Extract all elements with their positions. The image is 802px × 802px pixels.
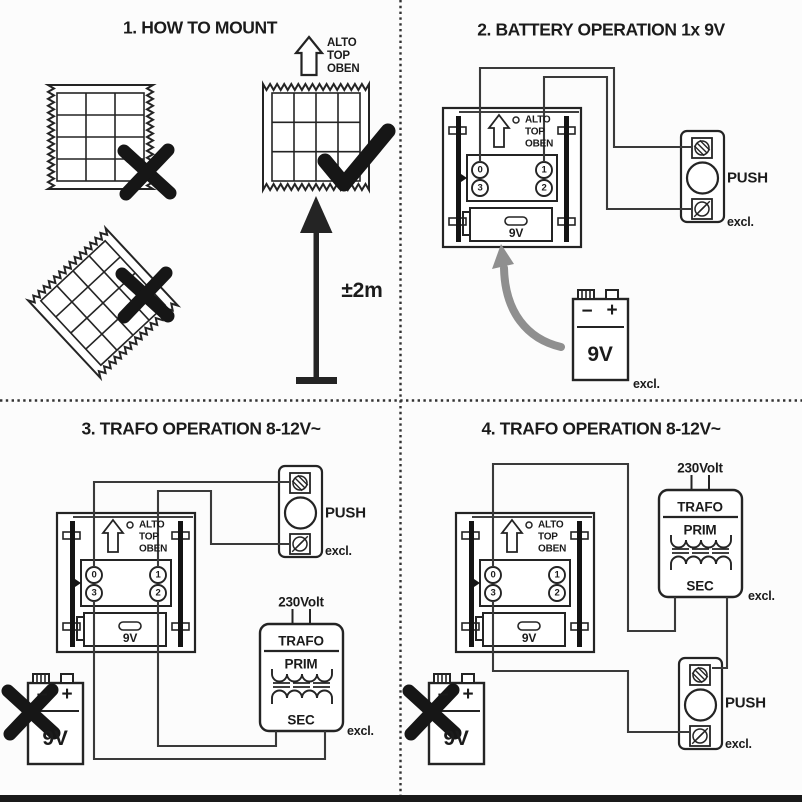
panel1-title: 1. HOW TO MOUNT (122, 17, 278, 38)
chime-device-illustration (454, 511, 596, 654)
battery-excl-label: excl. (633, 377, 660, 391)
device-battery-slot-label: 9V (521, 631, 537, 645)
push-button-illustration (677, 656, 724, 751)
device-alto-label: ALTO (525, 114, 551, 126)
push-button-illustration (277, 464, 324, 559)
trafo-sec-label: SEC (287, 712, 315, 728)
top-label: TOP (327, 50, 350, 62)
terminal-0-label: 0 (477, 164, 483, 176)
wrong-mark-icon (115, 266, 175, 324)
device-alto-label: ALTO (139, 519, 165, 531)
bottom-bar (0, 795, 802, 802)
transformer-illustration (258, 609, 345, 733)
push-label: PUSH (325, 504, 366, 522)
panel2-title: 2. BATTERY OPERATION 1x 9V (477, 19, 725, 40)
device-top-label: TOP (525, 126, 545, 138)
terminal-1-label: 1 (155, 569, 161, 581)
device-oben-label: OBEN (525, 138, 554, 150)
insert-battery-arrow-icon (492, 244, 565, 351)
up-arrow-icon (293, 35, 325, 77)
battery-plus-label: + (606, 300, 618, 321)
panel3-title: 3. TRAFO OPERATION 8-12V~ (81, 418, 321, 439)
battery-minus-label: − (36, 685, 48, 706)
terminal-2-label: 2 (554, 587, 560, 599)
push-button-illustration (679, 129, 726, 224)
push-label: PUSH (725, 694, 766, 712)
chime-device-illustration (55, 511, 197, 654)
battery-9v-illustration (571, 289, 630, 382)
height-arrow-icon (296, 196, 337, 384)
terminal-1-label: 1 (554, 569, 560, 581)
trafo-excl-label: excl. (347, 724, 374, 738)
battery-voltage-label: 9V (42, 727, 68, 750)
push-label: PUSH (727, 169, 768, 187)
trafo-prim-label: PRIM (683, 522, 717, 538)
battery-plus-label: + (462, 684, 474, 705)
terminal-3-label: 3 (91, 587, 97, 599)
battery-voltage-label: 9V (443, 727, 469, 750)
terminal-1-label: 1 (541, 164, 547, 176)
terminal-0-label: 0 (490, 569, 496, 581)
device-top-label: TOP (139, 531, 159, 543)
terminal-0-label: 0 (91, 569, 97, 581)
terminal-2-label: 2 (155, 587, 161, 599)
mounting-illustrations (24, 80, 370, 382)
device-battery-slot-label: 9V (122, 631, 138, 645)
device-battery-slot-label: 9V (508, 226, 524, 240)
wrong-mark-icon (402, 683, 462, 741)
wrong-mark-icon (1, 683, 61, 741)
push-excl-label: excl. (725, 737, 752, 751)
check-mark-icon (317, 123, 396, 192)
transformer-illustration (657, 475, 744, 599)
alto-label: ALTO (327, 37, 357, 49)
battery-plus-label: + (61, 684, 73, 705)
device-oben-label: OBEN (538, 543, 567, 555)
terminal-3-label: 3 (490, 587, 496, 599)
trafo-voltage-label: 230Volt (278, 594, 324, 610)
terminal-2-label: 2 (541, 182, 547, 194)
mount-height-label: ±2m (341, 279, 383, 302)
wrong-mark-icon (117, 143, 177, 201)
battery-minus-label: − (581, 301, 593, 322)
trafo-name-label: TRAFO (278, 633, 324, 649)
trafo-voltage-label: 230Volt (677, 460, 723, 476)
battery-minus-label: − (437, 685, 449, 706)
device-oben-label: OBEN (139, 543, 168, 555)
push-excl-label: excl. (727, 215, 754, 229)
trafo-excl-label: excl. (748, 589, 775, 603)
battery-voltage-label: 9V (587, 343, 613, 366)
panel4-title: 4. TRAFO OPERATION 8-12V~ (481, 418, 721, 439)
wiring (92, 66, 729, 761)
terminal-3-label: 3 (477, 182, 483, 194)
trafo-sec-label: SEC (686, 578, 714, 594)
trafo-name-label: TRAFO (677, 499, 723, 515)
device-top-label: TOP (538, 531, 558, 543)
trafo-prim-label: PRIM (284, 656, 318, 672)
device-alto-label: ALTO (538, 519, 564, 531)
oben-label: OBEN (327, 63, 360, 75)
push-excl-label: excl. (325, 544, 352, 558)
